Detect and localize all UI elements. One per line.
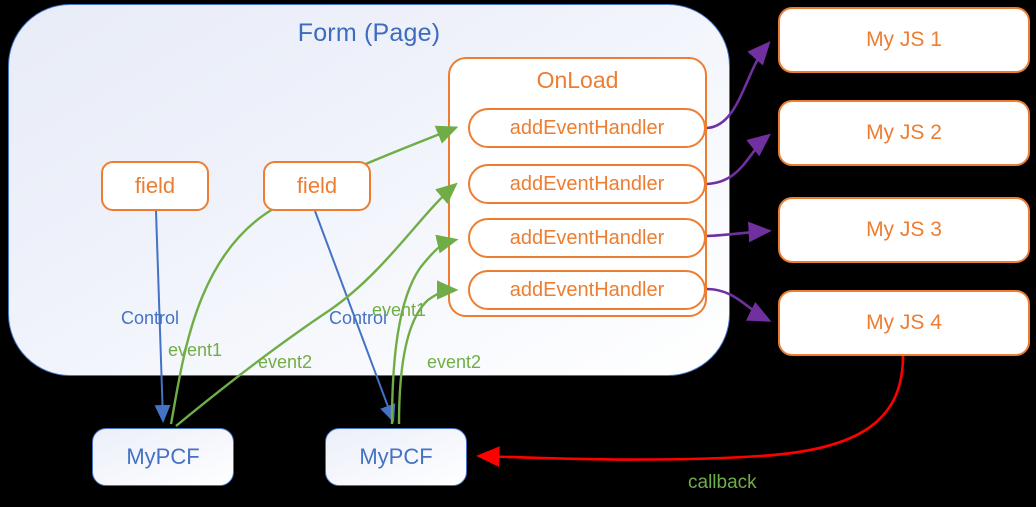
edge-label-event2-a: event2 (258, 352, 313, 372)
add-event-handler-4[interactable]: addEventHandler (468, 270, 706, 310)
field-box-2[interactable]: field (263, 161, 371, 211)
my-js-box-1[interactable]: My JS 1 (778, 7, 1030, 73)
add-event-handler-3[interactable]: addEventHandler (468, 218, 706, 258)
edge-label-event1-b: event1 (372, 300, 427, 320)
event2-edge-b (397, 280, 459, 425)
mypcf-box-1[interactable]: MyPCF (92, 428, 234, 486)
event2-edge-a (175, 182, 458, 427)
control-edge-2 (314, 210, 396, 423)
onload-title: OnLoad (536, 67, 619, 93)
edge-label-control-2: Control (329, 308, 388, 328)
edge-label-callback: callback (688, 472, 757, 493)
js-edge-2 (706, 133, 772, 186)
my-js-box-3[interactable]: My JS 3 (778, 197, 1030, 263)
edge-label-event2-b: event2 (427, 352, 482, 372)
event1-edge-b (390, 234, 459, 425)
field-box-1[interactable]: field (101, 161, 209, 211)
js-edge-1 (706, 41, 771, 130)
mypcf-box-2[interactable]: MyPCF (325, 428, 467, 486)
add-event-handler-1[interactable]: addEventHandler (468, 108, 706, 148)
add-event-handler-2[interactable]: addEventHandler (468, 164, 706, 204)
my-js-box-4[interactable]: My JS 4 (778, 290, 1030, 356)
my-js-box-2[interactable]: My JS 2 (778, 100, 1030, 166)
js-edge-4 (706, 287, 772, 322)
edge-label-event1-a: event1 (168, 340, 223, 360)
callback-edge (476, 355, 905, 468)
edge-label-control-1: Control (121, 308, 180, 328)
form-page-title: Form (Page) (297, 19, 441, 47)
control-edge-1 (154, 210, 171, 423)
js-edge-3 (706, 221, 772, 243)
